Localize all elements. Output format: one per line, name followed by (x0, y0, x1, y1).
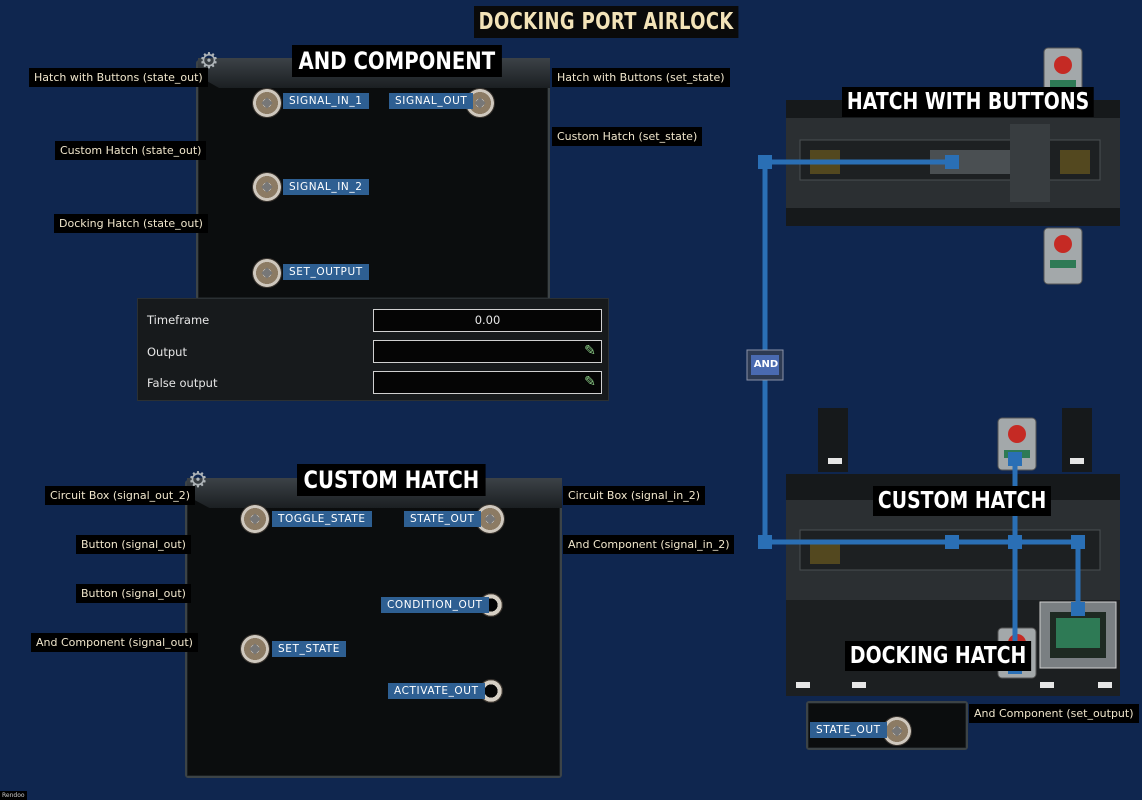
ch-input-label-1: Circuit Box (signal_out_2) (45, 486, 195, 505)
and-node-label[interactable]: AND (753, 359, 779, 370)
false-output-field[interactable]: ✎ (373, 371, 602, 394)
output-field[interactable]: ✎ (373, 340, 602, 363)
dock-output-label: And Component (set_output) (969, 704, 1139, 723)
ch-toggle-state-connector[interactable] (240, 504, 270, 534)
ch-set-state-pin: SET_STATE (272, 641, 347, 657)
and-set-output-pin: SET_OUTPUT (283, 264, 369, 280)
hatch-with-buttons-title: HATCH WITH BUTTONS (842, 87, 1095, 117)
and-settings-gear-icon[interactable]: ⚙ (199, 49, 219, 74)
page-title: DOCKING PORT AIRLOCK (474, 6, 739, 38)
ch-state-out-pin: STATE_OUT (404, 511, 481, 527)
hatch-button-top (1043, 47, 1083, 95)
lower-hatch-structure (786, 408, 1120, 696)
and-set-output-connector[interactable] (252, 258, 282, 288)
dock-state-out-pin: STATE_OUT (810, 722, 887, 738)
and-output-label-1: Hatch with Buttons (set_state) (552, 68, 730, 87)
docking-hatch-ship-title: DOCKING HATCH (845, 641, 1032, 671)
and-settings-panel: Timeframe 0.00 Output ✎ False output ✎ (137, 298, 609, 401)
ch-output-label-1: Circuit Box (signal_in_2) (563, 486, 705, 505)
custom-hatch-title: CUSTOM HATCH (297, 464, 486, 496)
custom-hatch-ship-title: CUSTOM HATCH (873, 486, 1052, 516)
output-edit-pencil-icon[interactable]: ✎ (584, 343, 596, 359)
and-input-label-1: Hatch with Buttons (state_out) (29, 68, 208, 87)
timeframe-label: Timeframe (147, 313, 210, 327)
ch-output-label-2: And Component (signal_in_2) (563, 535, 735, 554)
and-signal-out-pin: SIGNAL_OUT (389, 93, 474, 109)
and-node-icon (746, 349, 784, 381)
output-label: Output (147, 345, 187, 359)
hatch-button-bottom (1043, 227, 1083, 285)
ch-toggle-state-pin: TOGGLE_STATE (272, 511, 372, 527)
ch-activate-out-pin: ACTIVATE_OUT (388, 683, 485, 699)
and-signal-in-1-pin: SIGNAL_IN_1 (283, 93, 369, 109)
ch-input-label-3: Button (signal_out) (76, 584, 191, 603)
ch-set-state-connector[interactable] (240, 634, 270, 664)
false-output-label: False output (147, 376, 218, 390)
and-input-label-2: Custom Hatch (state_out) (55, 141, 207, 160)
timeframe-field[interactable]: 0.00 (373, 309, 602, 332)
false-output-edit-pencil-icon[interactable]: ✎ (584, 374, 596, 390)
ch-input-label-2: Button (signal_out) (76, 535, 191, 554)
ch-input-label-4: And Component (signal_out) (31, 633, 198, 652)
corner-tag: Rendoo (0, 791, 27, 800)
and-signal-in-2-pin: SIGNAL_IN_2 (283, 179, 369, 195)
and-output-label-2: Custom Hatch (set_state) (552, 127, 703, 146)
and-signal-in-1-connector[interactable] (252, 88, 282, 118)
ch-condition-out-pin: CONDITION_OUT (381, 597, 489, 613)
and-input-label-3: Docking Hatch (state_out) (54, 214, 208, 233)
and-component-title: AND COMPONENT (292, 45, 502, 77)
and-signal-in-2-connector[interactable] (252, 172, 282, 202)
